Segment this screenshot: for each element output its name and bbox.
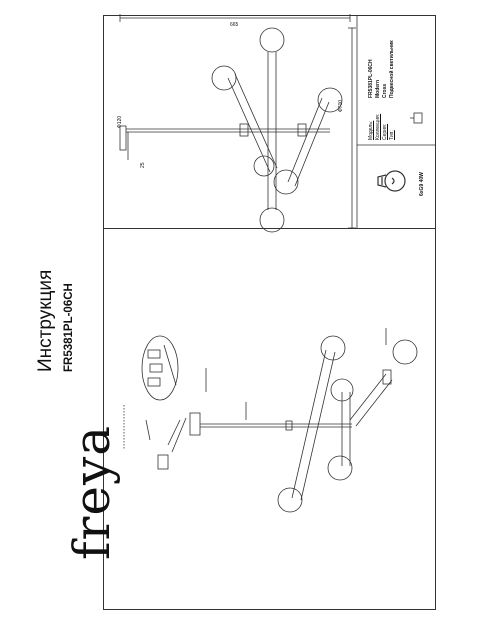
- bulb-socket: [382, 369, 392, 385]
- arm: [287, 97, 323, 183]
- arm: [227, 77, 271, 173]
- globe: [211, 65, 237, 91]
- lamp-drawing-top: [119, 27, 343, 233]
- globe: [327, 455, 353, 481]
- globe: [330, 378, 354, 402]
- globe: [317, 87, 343, 113]
- globe: [273, 169, 299, 195]
- lamp-drawing-bottom: [123, 328, 418, 513]
- lightbulb-icon: [377, 170, 406, 192]
- joint: [297, 123, 307, 137]
- canopy: [189, 412, 201, 436]
- globe: [259, 27, 285, 53]
- globe: [392, 339, 418, 365]
- canopy: [119, 125, 127, 151]
- globe: [259, 207, 285, 233]
- dimension-width: 665: [230, 22, 239, 28]
- arm: [291, 349, 327, 499]
- globe: [320, 335, 346, 361]
- ceiling-plate: [141, 335, 179, 401]
- section-divider: [103, 228, 436, 229]
- arm: [349, 373, 387, 421]
- hanging-lamp-icon: [410, 112, 423, 124]
- globe: [277, 487, 303, 513]
- dimension-lines: [119, 14, 356, 229]
- joint: [239, 123, 249, 137]
- globe: [253, 155, 275, 177]
- page-frame: [103, 15, 436, 610]
